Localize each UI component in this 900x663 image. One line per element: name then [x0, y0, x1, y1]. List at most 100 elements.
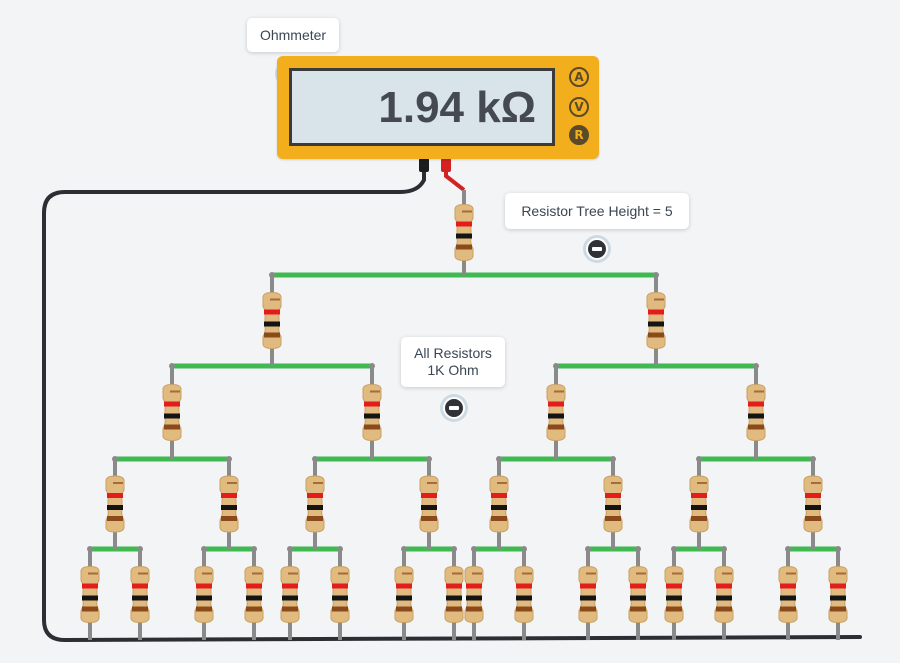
resistor-body	[280, 565, 300, 624]
resistor-band	[748, 424, 764, 430]
resistor-band	[332, 606, 348, 612]
resistor-body	[828, 565, 848, 624]
resistor-band	[82, 595, 98, 601]
mode-ammeter-button[interactable]: A	[569, 67, 589, 87]
resistor-body	[689, 475, 709, 533]
resistor-band	[164, 424, 180, 430]
mode-voltmeter-button[interactable]: V	[569, 97, 589, 117]
resistor-tick	[611, 482, 621, 484]
resistor	[330, 549, 350, 640]
resistor-band	[132, 595, 148, 601]
resistor-tick	[754, 390, 764, 393]
resistor-band	[691, 516, 707, 521]
resistor-band	[332, 583, 348, 589]
resistor-band	[580, 595, 596, 601]
resistor-body	[603, 475, 623, 533]
resistor-tick	[452, 572, 462, 575]
resistor-tick	[697, 482, 707, 484]
resistor-band	[421, 505, 437, 510]
resistor-body	[578, 565, 598, 624]
resistor-band	[691, 493, 707, 498]
resistor-tick	[836, 572, 846, 575]
resistor-band	[421, 516, 437, 521]
resistor	[689, 459, 709, 549]
resistor-band	[456, 221, 472, 227]
resistor	[489, 459, 509, 549]
resistor	[578, 549, 598, 640]
resistor-band	[221, 516, 237, 521]
resistor-body	[80, 565, 100, 624]
resistor-tick	[227, 482, 237, 484]
resistor-label-line2: 1K Ohm	[427, 362, 479, 378]
resistor	[514, 549, 534, 640]
resistor-band	[830, 606, 846, 612]
resistor-band	[648, 309, 664, 315]
resistor	[603, 459, 623, 549]
mode-ohmmeter-button[interactable]: R	[569, 125, 589, 145]
resistor-tick	[427, 482, 437, 484]
resistor-band	[132, 606, 148, 612]
resistor-body	[714, 565, 734, 624]
resistor-band	[666, 606, 682, 612]
resistor-tick	[370, 390, 380, 393]
black-probe-tip	[419, 158, 429, 172]
resistor-band	[630, 583, 646, 589]
resistor-band	[307, 493, 323, 498]
resistor	[105, 459, 125, 549]
resistor	[628, 549, 648, 640]
resistor-tick	[88, 572, 98, 575]
resistor-body	[330, 565, 350, 624]
resistor-body	[194, 565, 214, 624]
resistor-body	[546, 383, 566, 442]
resistor-band	[805, 505, 821, 510]
resistor-band	[580, 606, 596, 612]
resistor-tick	[472, 572, 482, 575]
resistor-tick	[811, 482, 821, 484]
ohmmeter-reading: 1.94 kΩ	[378, 83, 536, 132]
resistor	[778, 549, 798, 640]
resistor	[444, 549, 464, 640]
ohmmeter-display: 1.94 kΩ	[289, 68, 555, 146]
resistor-band	[716, 595, 732, 601]
resistor-band	[716, 583, 732, 589]
resistor-band	[107, 516, 123, 521]
resistor-body	[664, 565, 684, 624]
resistor	[664, 549, 684, 640]
resistor-band	[396, 583, 412, 589]
resistor-band	[196, 606, 212, 612]
resistor-band	[516, 583, 532, 589]
tree-height-text: Resistor Tree Height = 5	[521, 203, 673, 219]
resistor-band	[516, 606, 532, 612]
resistor-band	[548, 424, 564, 430]
resistor-tick	[252, 572, 262, 575]
resistor-tick	[313, 482, 323, 484]
resistor-band	[491, 505, 507, 510]
black-return-wire	[42, 168, 862, 643]
ohmmeter[interactable]: 1.94 kΩ A V R	[277, 56, 599, 159]
resistor-band	[580, 583, 596, 589]
resistor	[454, 190, 474, 275]
resistor-band	[364, 401, 380, 407]
ohmmeter-label: Ohmmeter	[247, 18, 339, 52]
resistor-band	[282, 583, 298, 589]
resistor-band	[780, 583, 796, 589]
resistor-band	[246, 583, 262, 589]
resistor-band	[830, 583, 846, 589]
resistor	[646, 275, 666, 366]
resistor-label-remove-button[interactable]	[443, 397, 465, 419]
resistor-band	[132, 583, 148, 589]
resistor-band	[491, 516, 507, 521]
resistor-band	[307, 505, 323, 510]
resistor-band	[82, 583, 98, 589]
resistor-tick	[722, 572, 732, 575]
resistor-body	[262, 291, 282, 350]
resistor	[394, 549, 414, 640]
tree-height-remove-button[interactable]	[586, 238, 608, 260]
resistor-band	[264, 321, 280, 327]
resistor-tick	[288, 572, 298, 575]
resistor	[162, 366, 182, 459]
resistor	[219, 459, 239, 549]
resistor-body	[444, 565, 464, 624]
resistor-body	[514, 565, 534, 624]
resistor-tick	[402, 572, 412, 575]
